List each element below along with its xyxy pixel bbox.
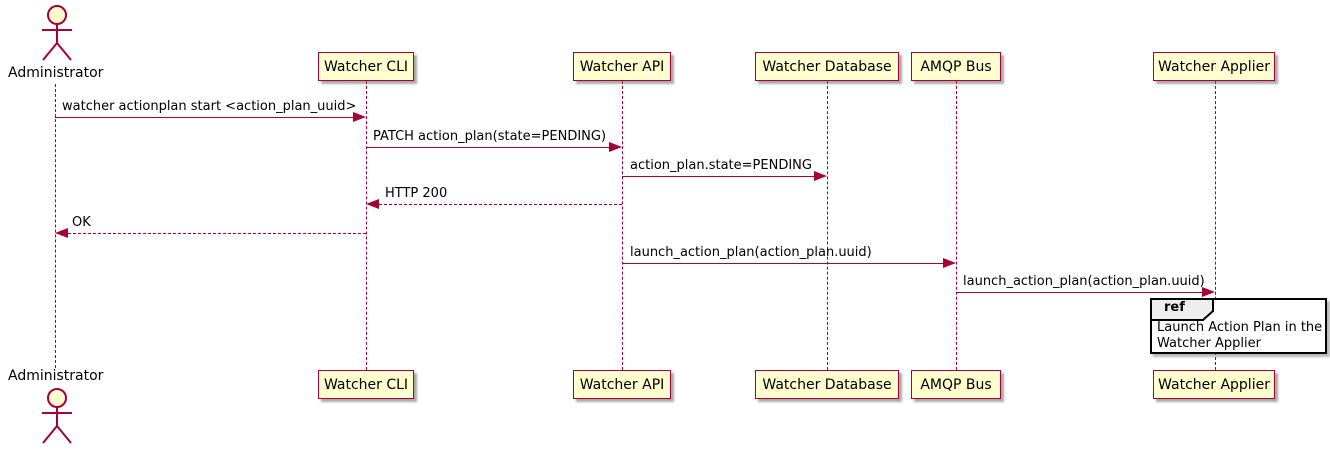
message-label: PATCH action_plan(state=PENDING): [373, 129, 607, 144]
participant-box-watcher-applier-bottom: Watcher Applier: [1153, 370, 1275, 399]
message-line: [956, 292, 1202, 293]
participant-box-watcher-cli-bottom: Watcher CLI: [318, 370, 414, 399]
participant-box-watcher-cli-top: Watcher CLI: [318, 52, 414, 81]
message-line: [366, 147, 609, 148]
message-label: action_plan.state=PENDING: [630, 158, 812, 173]
message-line: [622, 176, 814, 177]
message-label: watcher actionplan start <action_plan_uu…: [62, 99, 357, 114]
lifeline-watcher-database: [826, 81, 828, 370]
arrowhead-right-icon: [353, 112, 366, 122]
participant-box-watcher-api-top: Watcher API: [573, 52, 671, 81]
ref-tab-icon: [1150, 298, 1216, 326]
lifeline-administrator: [54, 84, 56, 368]
arrowhead-right-icon: [1202, 287, 1215, 297]
lifeline-watcher-cli: [365, 81, 367, 370]
arrowhead-right-icon: [814, 171, 827, 181]
participant-box-watcher-database-bottom: Watcher Database: [755, 370, 899, 399]
message-label: OK: [72, 215, 91, 230]
actor-label-bottom: Administrator: [8, 368, 104, 384]
arrowhead-right-icon: [943, 258, 956, 268]
message-line: [622, 263, 943, 264]
ref-label: ref: [1164, 300, 1185, 315]
message-line: [379, 204, 622, 205]
participant-box-amqp-bus-bottom: AMQP Bus: [911, 370, 1001, 399]
participant-box-watcher-applier-top: Watcher Applier: [1153, 52, 1275, 81]
ref-fragment: ref Launch Action Plan in the Watcher Ap…: [1150, 298, 1327, 354]
participant-box-watcher-api-bottom: Watcher API: [573, 370, 671, 399]
message-label: launch_action_plan(action_plan.uuid): [630, 245, 872, 260]
arrowhead-right-icon: [609, 142, 622, 152]
lifeline-watcher-api: [621, 81, 623, 370]
message-line: [68, 233, 366, 234]
lifeline-watcher-applier: [1214, 81, 1216, 370]
message-label: launch_action_plan(action_plan.uuid): [963, 274, 1205, 289]
actor-label-top: Administrator: [8, 65, 104, 81]
actor-icon: [27, 385, 87, 456]
message-label: HTTP 200: [385, 186, 448, 201]
lifeline-amqp-bus: [955, 81, 957, 370]
message-line: [55, 117, 353, 118]
participant-box-watcher-database-top: Watcher Database: [755, 52, 899, 81]
actor-icon: [27, 2, 87, 68]
arrowhead-left-icon: [55, 228, 68, 238]
arrowhead-left-icon: [366, 199, 379, 209]
ref-text: Launch Action Plan in the Watcher Applie…: [1157, 320, 1323, 351]
participant-box-amqp-bus-top: AMQP Bus: [911, 52, 1001, 81]
